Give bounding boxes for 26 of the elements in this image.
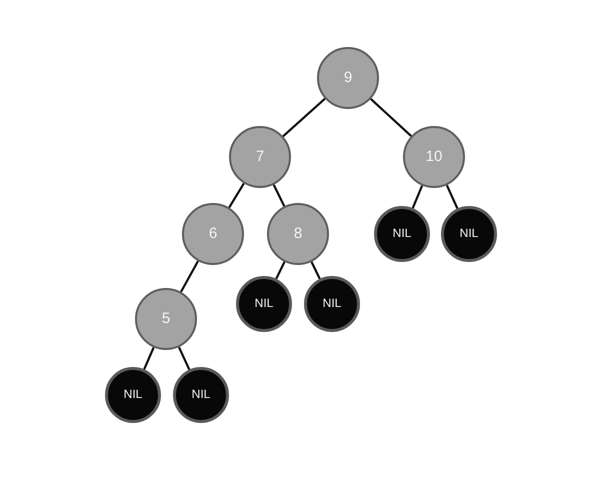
node-label: NIL (124, 388, 142, 402)
edge-line (272, 184, 286, 207)
edge-line (228, 182, 245, 208)
edge-line (412, 185, 424, 209)
edge-line (143, 347, 155, 370)
node-label: NIL (192, 388, 210, 402)
edge-line (178, 346, 190, 370)
node-label: 7 (256, 148, 264, 166)
tree-node-circle (403, 126, 465, 188)
edge-line (282, 98, 326, 138)
edge-line (446, 184, 458, 209)
edge-line (370, 98, 412, 137)
edge-line (310, 261, 321, 280)
edge-line (180, 260, 199, 292)
node-label: 6 (208, 226, 218, 242)
node-label: NIL (254, 297, 274, 311)
edge-line (275, 261, 286, 280)
tree-node-circle (229, 126, 291, 188)
node-label: NIL (392, 227, 412, 241)
node-label: 8 (294, 226, 302, 242)
node-label: NIL (322, 297, 342, 311)
node-label: 10 (426, 148, 442, 166)
node-label: 5 (162, 310, 170, 328)
tree-node-circle (317, 47, 379, 109)
node-label: 9 (344, 70, 352, 86)
node-label: NIL (460, 227, 478, 241)
